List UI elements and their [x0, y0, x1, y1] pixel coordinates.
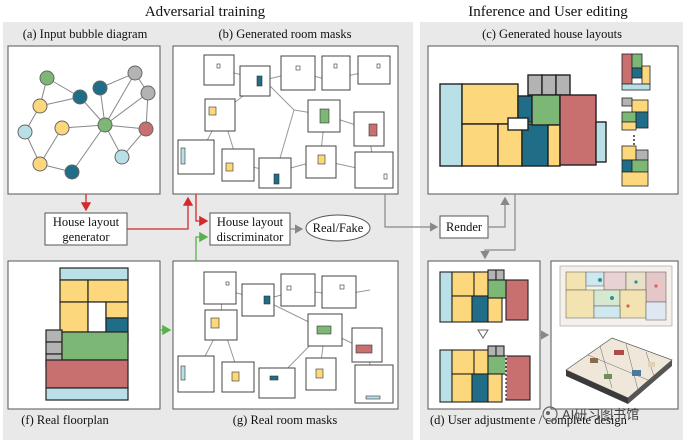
- title-adversarial-training: Adversarial training: [145, 4, 266, 20]
- caption-user-adjustment: (d) User adjustment: [430, 413, 530, 427]
- caption-complete-design: e / complete design: [530, 413, 628, 427]
- generator-node: House layout generator: [44, 212, 128, 246]
- generator-label-line2: generator: [62, 230, 110, 244]
- arrows: [80, 194, 550, 340]
- arrow-masks-to-render: [384, 194, 439, 232]
- 3d-render: [565, 337, 673, 404]
- floorplan-render: [559, 265, 673, 327]
- discriminator-label-line1: House layout: [217, 215, 284, 229]
- caption-generated-layouts: (c) Generated house layouts: [482, 27, 622, 41]
- caption-real-floorplan: (f) Real floorplan: [21, 413, 109, 427]
- render-label: Render: [446, 220, 483, 234]
- real-masks-panel: [172, 260, 399, 410]
- watermark-logo-icon: [542, 406, 558, 422]
- title-inference: Inference and User editing: [468, 4, 628, 20]
- real-floorplan-panel: [7, 260, 161, 410]
- watermark-text: AI研习图书馆: [562, 407, 639, 422]
- arrow-generator-to-masks: [127, 196, 194, 230]
- real-fake-label: Real/Fake: [313, 221, 364, 235]
- caption-generated-masks: (b) Generated room masks: [219, 27, 352, 41]
- arrow-real-masks-to-discriminator: [195, 231, 209, 261]
- generator-label-line1: House layout: [53, 215, 120, 229]
- arrow-render-to-layouts: [488, 196, 510, 228]
- watermark: AI研习图书馆: [542, 406, 639, 422]
- render-node: Render: [439, 215, 489, 239]
- caption-bubble-diagram: (a) Input bubble diagram: [23, 27, 148, 41]
- caption-real-masks: (g) Real room masks: [233, 413, 338, 427]
- generated-layouts-panel: [427, 45, 679, 195]
- real-fake-node: Real/Fake: [305, 214, 371, 242]
- arrow-masks-to-discriminator: [195, 194, 209, 227]
- generated-masks-panel: [172, 45, 399, 195]
- complete-design-panel: [550, 260, 679, 410]
- arrow-layouts-to-user-adjustment: [480, 194, 516, 260]
- user-adjustment-panel: [427, 260, 541, 410]
- discriminator-node: House layout discriminator: [209, 212, 291, 246]
- discriminator-label-line2: discriminator: [217, 230, 284, 244]
- bubble-diagram-panel: [7, 45, 161, 195]
